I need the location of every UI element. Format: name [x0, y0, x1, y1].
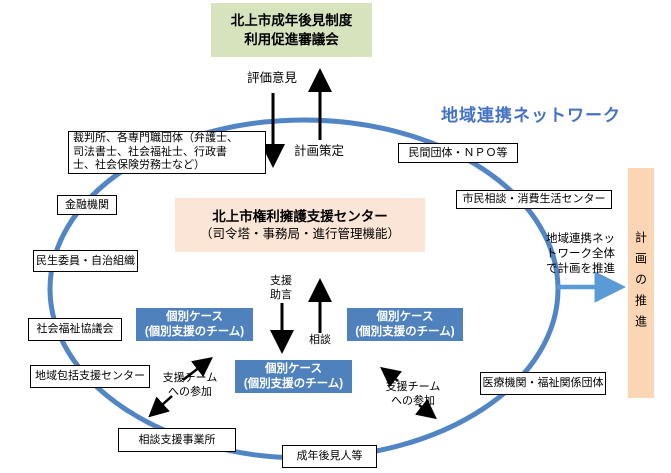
council-box: 北上市成年後見制度 利用促進審議会: [211, 3, 372, 57]
label-join-left: 支援チーム への参加: [162, 372, 218, 398]
arrow-join-left-down: [148, 395, 173, 418]
member-box-consumer-center: 市民相談・消費生活センター: [456, 190, 612, 209]
label-join-right: 支援チーム への参加: [385, 381, 441, 407]
label-consult: 相談: [309, 334, 331, 346]
label-promote: 地域連携ネッ トワーク全体 で計画を推進: [546, 233, 615, 275]
label-evaluation: 評価意見: [246, 71, 297, 85]
arrow-join-right-down: [415, 398, 437, 420]
center-box-subtitle: （司令塔・事務局・進行管理機能）: [199, 226, 400, 241]
member-box-social-welfare-council: 社会福祉協議会: [28, 318, 122, 341]
label-support-advice: 支援 助言: [270, 275, 292, 301]
case-box-right: 個別ケース (個別支援のチーム): [347, 308, 463, 341]
member-box-courts: 裁判所、各専門職団体（弁護士、 司法書士、社会福祉士、行政書 士、社会保険労務士…: [68, 131, 266, 174]
arrow-join-right-up: [380, 366, 402, 388]
member-box-bank: 金融機関: [57, 195, 117, 215]
case-box-left: 個別ケース (個別支援のチーム): [136, 308, 253, 341]
member-box-npo: 民間団体・ＮＰＯ等: [398, 143, 518, 163]
member-box-medical: 医療機関・福祉関係団体: [480, 372, 606, 395]
case-box-center: 個別ケース (個別支援のチーム): [235, 360, 352, 393]
center-box: 北上市権利擁護支援センター （司令塔・事務局・進行管理機能）: [175, 198, 425, 252]
network-title: 地域連携ネットワーク: [441, 106, 621, 125]
arrow-join-left-up: [182, 356, 213, 381]
label-plan: 計画策定: [293, 144, 344, 158]
member-box-welfare-commissioner: 民生委員・自治組織: [33, 250, 138, 272]
member-box-consultation-office: 相談支援事業所: [118, 428, 236, 452]
member-box-guardian: 成年後見人等: [282, 445, 377, 468]
member-box-community-support-center: 地域包括支援センター: [30, 365, 150, 388]
plan-promotion-bar: 計画の推進: [628, 168, 654, 398]
center-box-title: 北上市権利擁護支援センター: [212, 208, 388, 224]
